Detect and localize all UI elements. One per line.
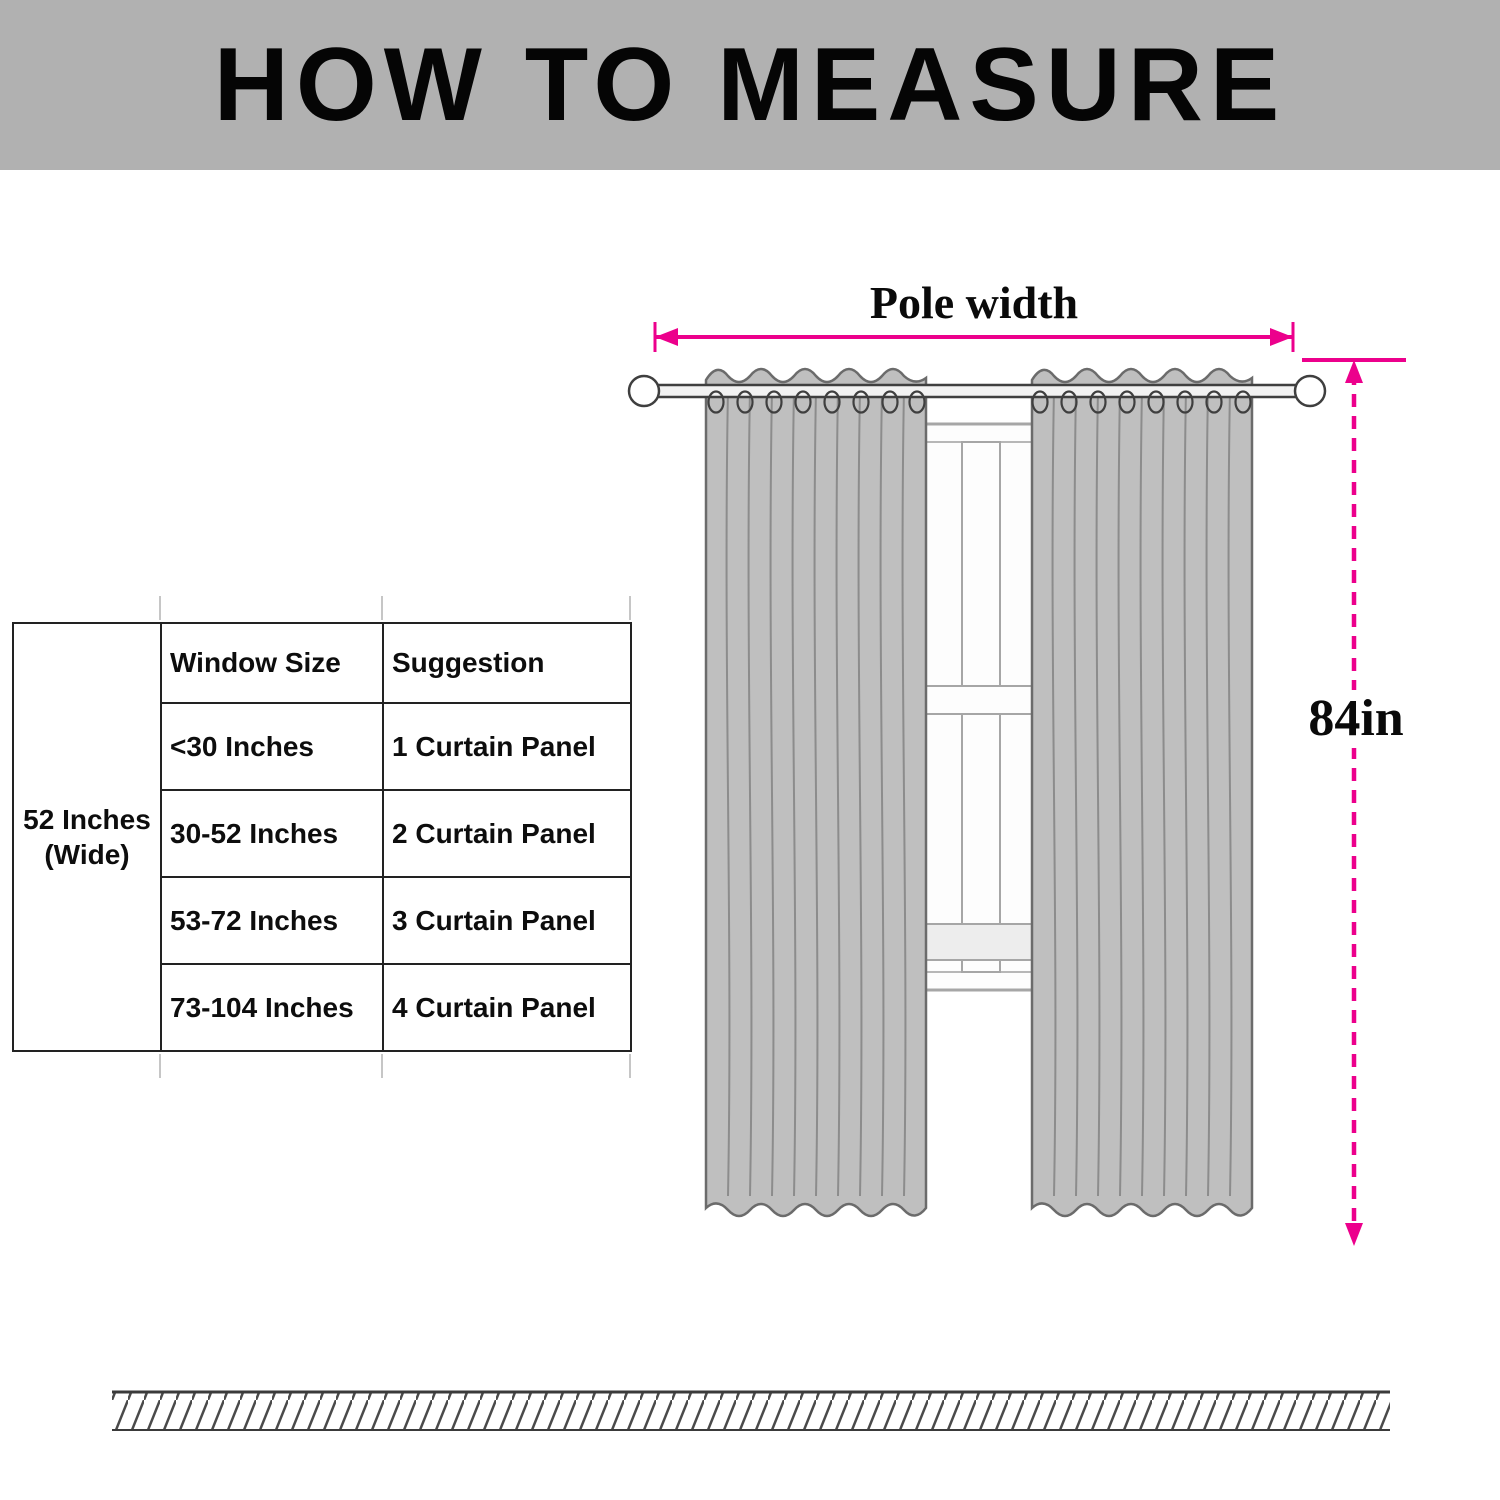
window-size-cell: 53-72 Inches xyxy=(160,876,384,965)
height-label-backdrop xyxy=(1292,690,1424,748)
right-curtain-panel xyxy=(1030,367,1254,1218)
pole-width-arrow xyxy=(653,322,1295,352)
suggestion-cell: 4 Curtain Panel xyxy=(382,963,632,1052)
col-header-window-size: Window Size xyxy=(160,622,384,704)
suggestion-cell: 2 Curtain Panel xyxy=(382,789,632,878)
col-header-suggestion: Suggestion xyxy=(382,622,632,704)
window-size-cell: <30 Inches xyxy=(160,702,384,791)
rod-finial-right xyxy=(1293,374,1327,408)
page-title: HOW TO MEASURE xyxy=(213,26,1287,143)
curtain-rod xyxy=(627,374,1327,408)
gridline-stubs xyxy=(159,596,631,1078)
grommet-rings xyxy=(707,390,1252,414)
table-row: <30 Inches 1 Curtain Panel xyxy=(13,702,632,791)
rod-finial-left xyxy=(627,374,661,408)
curtain-folds xyxy=(1051,387,1233,1197)
suggestion-cell: 1 Curtain Panel xyxy=(382,702,632,791)
pole-width-label: Pole width xyxy=(870,277,1078,328)
suggestion-cell: 3 Curtain Panel xyxy=(382,876,632,965)
table-row: 73-104 Inches 4 Curtain Panel xyxy=(13,963,632,1052)
panel-width-cell: 52 Inches (Wide) xyxy=(12,622,162,1052)
floor-hatch xyxy=(112,1390,1390,1431)
left-curtain-panel xyxy=(704,367,928,1218)
table-header-row: 52 Inches (Wide) Window Size Suggestion xyxy=(12,622,632,1052)
table-row: 53-72 Inches 3 Curtain Panel xyxy=(13,876,632,965)
height-label: 84in xyxy=(1308,690,1403,747)
window-size-cell: 73-104 Inches xyxy=(160,963,384,1052)
header-banner: HOW TO MEASURE xyxy=(0,0,1500,170)
size-table: 52 Inches (Wide) Window Size Suggestion … xyxy=(12,622,632,1052)
height-arrow xyxy=(1302,358,1406,1246)
curtain-folds xyxy=(725,387,907,1197)
table-row: 30-52 Inches 2 Curtain Panel xyxy=(13,789,632,878)
window-size-cell: 30-52 Inches xyxy=(160,789,384,878)
